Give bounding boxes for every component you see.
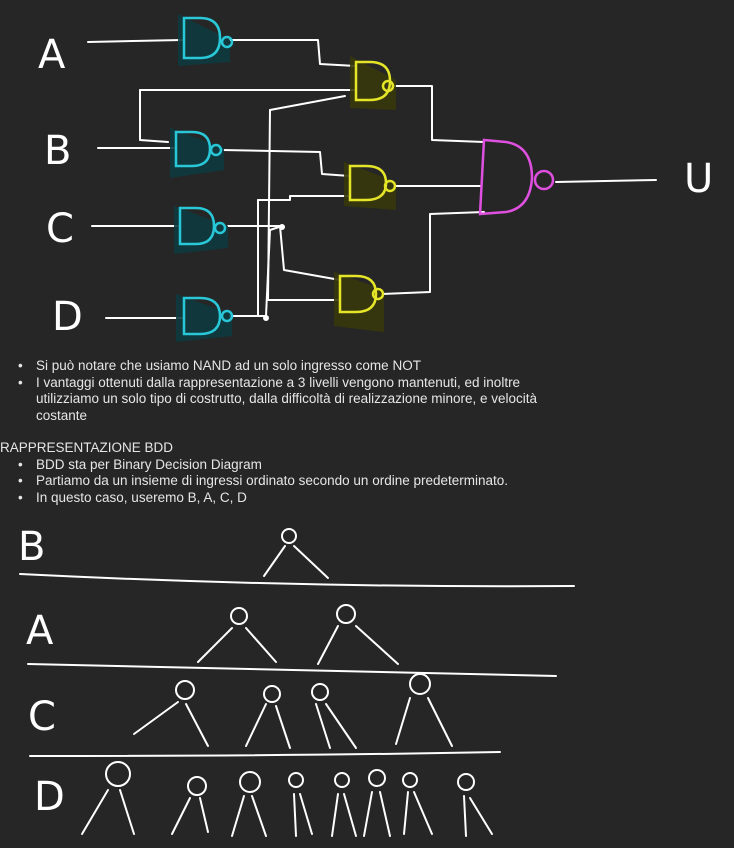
input-label-a: A: [38, 32, 66, 78]
bdd-level-d: D: [34, 774, 65, 820]
bdd-section: RAPPRESENTAZIONE BDD BDD sta per Binary …: [0, 440, 734, 506]
nand-gate-output: [478, 138, 555, 216]
bdd-level-c: C: [28, 694, 56, 740]
nand-gate-2: [344, 162, 397, 210]
bdd-level-a: A: [26, 608, 54, 654]
input-label-c: C: [46, 206, 74, 252]
note-item: I vantaggi ottenuti dalla rappresentazio…: [0, 375, 734, 425]
not-gate-a: [178, 14, 234, 66]
bdd-item: BDD sta per Binary Decision Diagram: [0, 457, 734, 474]
wire-a: [87, 39, 183, 43]
notes-block: Si può notare che usiamo NAND ad un solo…: [0, 358, 734, 424]
level-divider: [29, 751, 501, 757]
nand-gate-3: [334, 272, 385, 332]
note-item: Si può notare che usiamo NAND ad un solo…: [0, 358, 734, 375]
bdd-heading: RAPPRESENTAZIONE BDD: [0, 440, 174, 455]
notes-list: Si può notare che usiamo NAND ad un solo…: [0, 358, 734, 424]
nand-gate-1: [350, 56, 396, 110]
bdd-item: Partiamo da un insieme di ingressi ordin…: [0, 473, 734, 490]
not-gate-d: [176, 294, 234, 342]
bdd-level-b: B: [18, 524, 45, 570]
bdd-item: In questo caso, useremo B, A, C, D: [0, 490, 734, 507]
logic-circuit-drawing: A B C D U: [38, 14, 713, 342]
not-gate-b: [170, 128, 224, 178]
input-label-b: B: [44, 128, 71, 174]
level-divider: [19, 573, 575, 588]
output-label-u: U: [684, 156, 713, 202]
bdd-list: BDD sta per Binary Decision Diagram Part…: [0, 457, 734, 507]
input-label-d: D: [52, 294, 83, 340]
level-divider: [27, 663, 557, 677]
not-gate-c: [174, 206, 228, 254]
